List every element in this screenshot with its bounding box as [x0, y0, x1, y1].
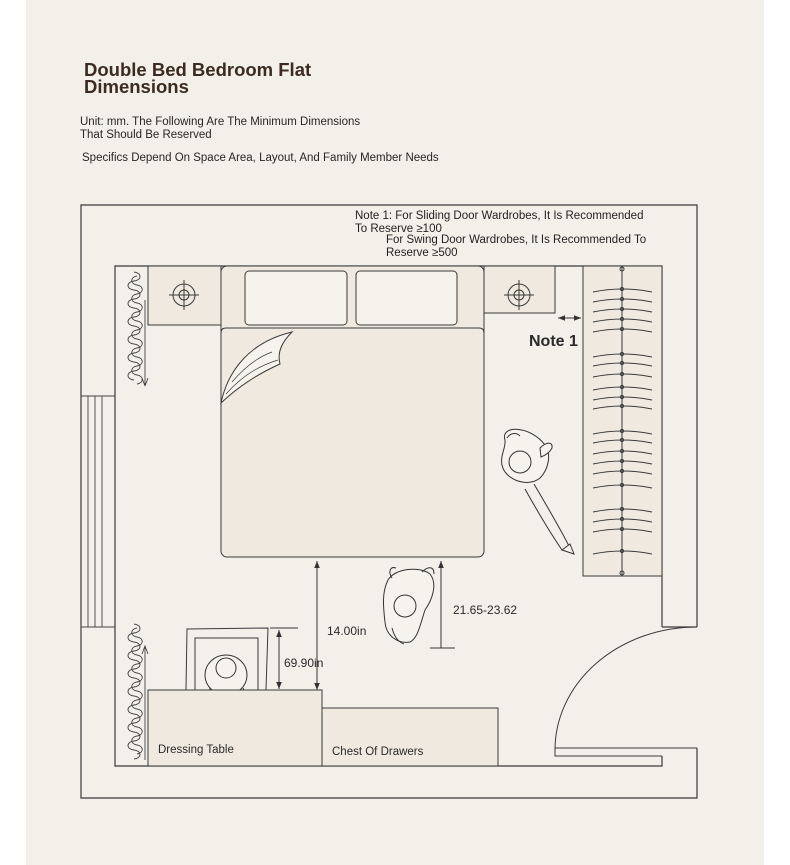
sliding-wardrobe-note-line-2: To Reserve ≥100	[355, 223, 442, 235]
nightstand-left	[147, 265, 222, 326]
bending-person-icon	[382, 567, 435, 645]
curtain-wave	[127, 271, 141, 381]
page-title-line-2: Dimensions	[84, 76, 189, 97]
curtain-wave	[131, 275, 143, 385]
hanger-hook	[619, 403, 625, 409]
note-1-marker: Note 1	[529, 333, 578, 350]
wardrobe-hanger	[592, 405, 653, 410]
door-leaf	[554, 747, 697, 757]
wardrobe-hanger	[592, 373, 653, 378]
hanger-hook	[619, 428, 625, 434]
wardrobe-hanger	[592, 508, 653, 513]
hanger-hook	[619, 306, 625, 312]
dressing-table	[147, 689, 323, 767]
specifics-note: Specifics Depend On Space Area, Layout, …	[82, 152, 439, 164]
curtain-top	[127, 271, 149, 387]
hanger-hook	[619, 360, 625, 366]
outer-wall	[80, 204, 698, 799]
wardrobe-hanger	[592, 362, 653, 367]
wardrobe-hanger	[592, 430, 653, 435]
wardrobe-hanger	[592, 470, 653, 475]
wardrobe-hanger	[592, 396, 653, 401]
wardrobe	[582, 265, 663, 577]
pillow-left	[244, 270, 348, 326]
duvet-edge	[220, 327, 485, 334]
wardrobe-hanger	[592, 318, 653, 323]
wardrobe-hanger	[592, 550, 653, 555]
hanger-hook	[619, 394, 625, 400]
hanger-hook	[619, 468, 625, 474]
chest-of-drawers	[321, 707, 499, 767]
standing-person-icon	[501, 428, 575, 555]
hanger-hook	[619, 296, 625, 302]
page-title-line-1: Double Bed Bedroom Flat	[84, 59, 312, 80]
curtain-track	[141, 644, 149, 760]
hanger-hook	[619, 458, 625, 464]
dimension-label-bed-clearance: 21.65-23.62	[453, 603, 518, 617]
hanger-hook	[619, 526, 625, 532]
hanger-hook	[619, 316, 625, 322]
hanger-hook	[619, 326, 625, 332]
dimension-label-chair-depth: 69.90in	[284, 656, 324, 670]
duvet-fold	[220, 331, 294, 405]
wardrobe-hanger	[592, 353, 653, 358]
curtain-wave	[131, 627, 143, 755]
swing-wardrobe-note-line-2: Reserve ≥500	[386, 247, 458, 259]
rod-hook	[619, 570, 625, 576]
window	[81, 395, 115, 628]
unit-note-line-2: That Should Be Reserved	[80, 129, 212, 141]
curtain-wave	[127, 623, 141, 760]
door	[554, 626, 698, 757]
wardrobe-hanger	[592, 386, 653, 391]
rod-hook	[619, 266, 625, 272]
sliding-wardrobe-note-line-1: Note 1: For Sliding Door Wardrobes, It I…	[355, 210, 644, 222]
curtain-bottom	[127, 623, 149, 760]
wardrobe-hanger	[592, 308, 653, 313]
wardrobe-hanger	[592, 518, 653, 523]
hanger-hook	[619, 371, 625, 377]
wardrobe-hanger	[592, 528, 653, 533]
hanger-hook	[619, 548, 625, 554]
wardrobe-hanger	[592, 450, 653, 455]
hanger-hook	[619, 286, 625, 292]
hanger-hook	[619, 482, 625, 488]
hangers	[592, 286, 653, 555]
lamp-icon	[169, 280, 199, 310]
hanger-hook	[619, 448, 625, 454]
hanger-hook	[619, 351, 625, 357]
curtain-track	[141, 300, 149, 387]
dimension-label-bed-to-dresser: 14.00in	[327, 624, 367, 638]
door-swing-arc	[554, 626, 698, 751]
hanger-hook	[619, 506, 625, 512]
swing-wardrobe-note-line-1: For Swing Door Wardrobes, It Is Recommen…	[386, 234, 647, 246]
hanger-hook	[619, 516, 625, 522]
double-bed	[220, 265, 485, 558]
wardrobe-hanger	[592, 288, 653, 293]
wardrobe-hanger	[592, 298, 653, 303]
hanger-hook	[619, 437, 625, 443]
wardrobe-hanger	[592, 328, 653, 333]
chest-of-drawers-label: Chest Of Drawers	[332, 746, 424, 758]
lamp-icon	[504, 280, 534, 310]
wardrobe-hanger	[592, 439, 653, 444]
wardrobe-hanger	[592, 484, 653, 489]
pillow-right	[355, 270, 458, 326]
hanger-hook	[619, 384, 625, 390]
wardrobe-hanger	[592, 460, 653, 465]
nightstand-right	[483, 265, 556, 314]
dressing-table-label: Dressing Table	[158, 744, 234, 756]
unit-note-line-1: Unit: mm. The Following Are The Minimum …	[80, 116, 361, 128]
